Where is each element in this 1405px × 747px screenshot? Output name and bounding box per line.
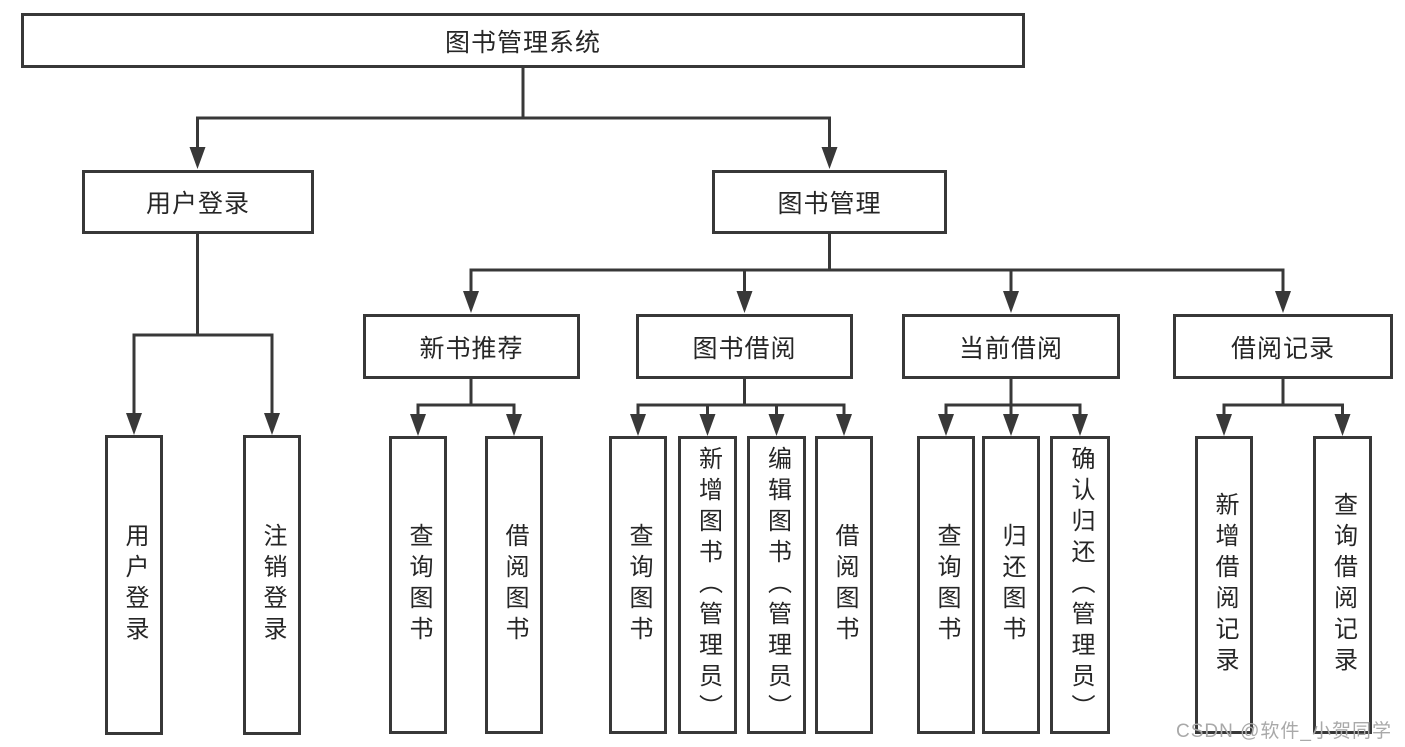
arrowheads-user-login-children bbox=[126, 413, 280, 435]
node-current-borrow: 当前借阅 bbox=[902, 314, 1120, 379]
connector-borrow-records-children bbox=[1222, 379, 1344, 416]
leaf-borrow-books-recommend-label: 借阅图书 bbox=[501, 523, 528, 647]
leaf-user-login-label: 用户登录 bbox=[121, 523, 148, 647]
leaf-query-books-recommend-label: 查询图书 bbox=[405, 523, 432, 647]
node-book-borrow: 图书借阅 bbox=[636, 314, 853, 379]
leaf-user-login: 用户登录 bbox=[105, 435, 163, 735]
node-borrow-records: 借阅记录 bbox=[1173, 314, 1393, 379]
node-current-borrow-label: 当前借阅 bbox=[958, 334, 1063, 363]
leaf-query-books-borrow: 查询图书 bbox=[609, 436, 667, 734]
node-book-management: 图书管理 bbox=[712, 170, 947, 234]
leaf-borrow-books: 借阅图书 bbox=[815, 436, 873, 734]
node-user-login-label: 用户登录 bbox=[145, 190, 250, 218]
leaf-query-borrow-record: 查询借阅记录 bbox=[1313, 436, 1372, 734]
leaf-edit-book-admin-label: 编辑图书（管理员） bbox=[763, 445, 791, 725]
arrowheads-level3 bbox=[463, 291, 1291, 313]
node-book-management-label: 图书管理 bbox=[777, 190, 882, 218]
connector-user-login-children bbox=[132, 233, 274, 415]
connector-book-management-children bbox=[469, 234, 1285, 293]
leaf-query-books-current: 查询图书 bbox=[917, 436, 975, 734]
node-borrow-records-label: 借阅记录 bbox=[1230, 334, 1335, 363]
leaf-add-borrow-record-label: 新增借阅记录 bbox=[1211, 492, 1238, 678]
arrowheads-book-borrow bbox=[630, 414, 852, 436]
node-user-login: 用户登录 bbox=[82, 170, 314, 234]
leaf-add-book-admin: 新增图书（管理员） bbox=[678, 436, 737, 734]
leaf-add-book-admin-label: 新增图书（管理员） bbox=[694, 445, 722, 725]
leaf-query-books-current-label: 查询图书 bbox=[933, 523, 960, 647]
leaf-return-book: 归还图书 bbox=[982, 436, 1040, 734]
arrowheads-borrow-records bbox=[1216, 414, 1351, 436]
csdn-watermark: CSDN @软件_小贺同学 bbox=[1176, 721, 1392, 742]
leaf-confirm-return-admin: 确认归还（管理员） bbox=[1050, 436, 1110, 734]
arrowheads-new-book-recommend bbox=[410, 414, 522, 436]
arrowheads-level2 bbox=[189, 147, 838, 169]
leaf-borrow-books-label: 借阅图书 bbox=[831, 523, 858, 647]
node-new-book-recommend-label: 新书推荐 bbox=[419, 334, 524, 363]
leaf-edit-book-admin: 编辑图书（管理员） bbox=[747, 436, 806, 734]
leaf-return-book-label: 归还图书 bbox=[998, 523, 1025, 647]
leaf-query-books-recommend: 查询图书 bbox=[389, 436, 447, 734]
node-library-management-system-label: 图书管理系统 bbox=[444, 28, 601, 57]
connector-root-to-level2 bbox=[196, 68, 831, 150]
node-library-management-system: 图书管理系统 bbox=[21, 13, 1025, 68]
connector-new-book-recommend-children bbox=[416, 379, 516, 416]
leaf-logout: 注销登录 bbox=[243, 435, 301, 735]
leaf-query-borrow-record-label: 查询借阅记录 bbox=[1329, 492, 1357, 678]
node-book-borrow-label: 图书借阅 bbox=[692, 334, 797, 363]
connector-book-borrow-children bbox=[636, 379, 846, 416]
leaf-confirm-return-admin-label: 确认归还（管理员） bbox=[1067, 445, 1094, 725]
leaf-add-borrow-record: 新增借阅记录 bbox=[1195, 436, 1253, 734]
leaf-logout-label: 注销登录 bbox=[259, 523, 286, 647]
node-new-book-recommend: 新书推荐 bbox=[363, 314, 580, 379]
leaf-borrow-books-recommend: 借阅图书 bbox=[485, 436, 543, 734]
leaf-query-books-borrow-label: 查询图书 bbox=[625, 523, 652, 647]
connector-current-borrow-children bbox=[944, 379, 1082, 416]
arrowheads-current-borrow bbox=[938, 414, 1088, 436]
